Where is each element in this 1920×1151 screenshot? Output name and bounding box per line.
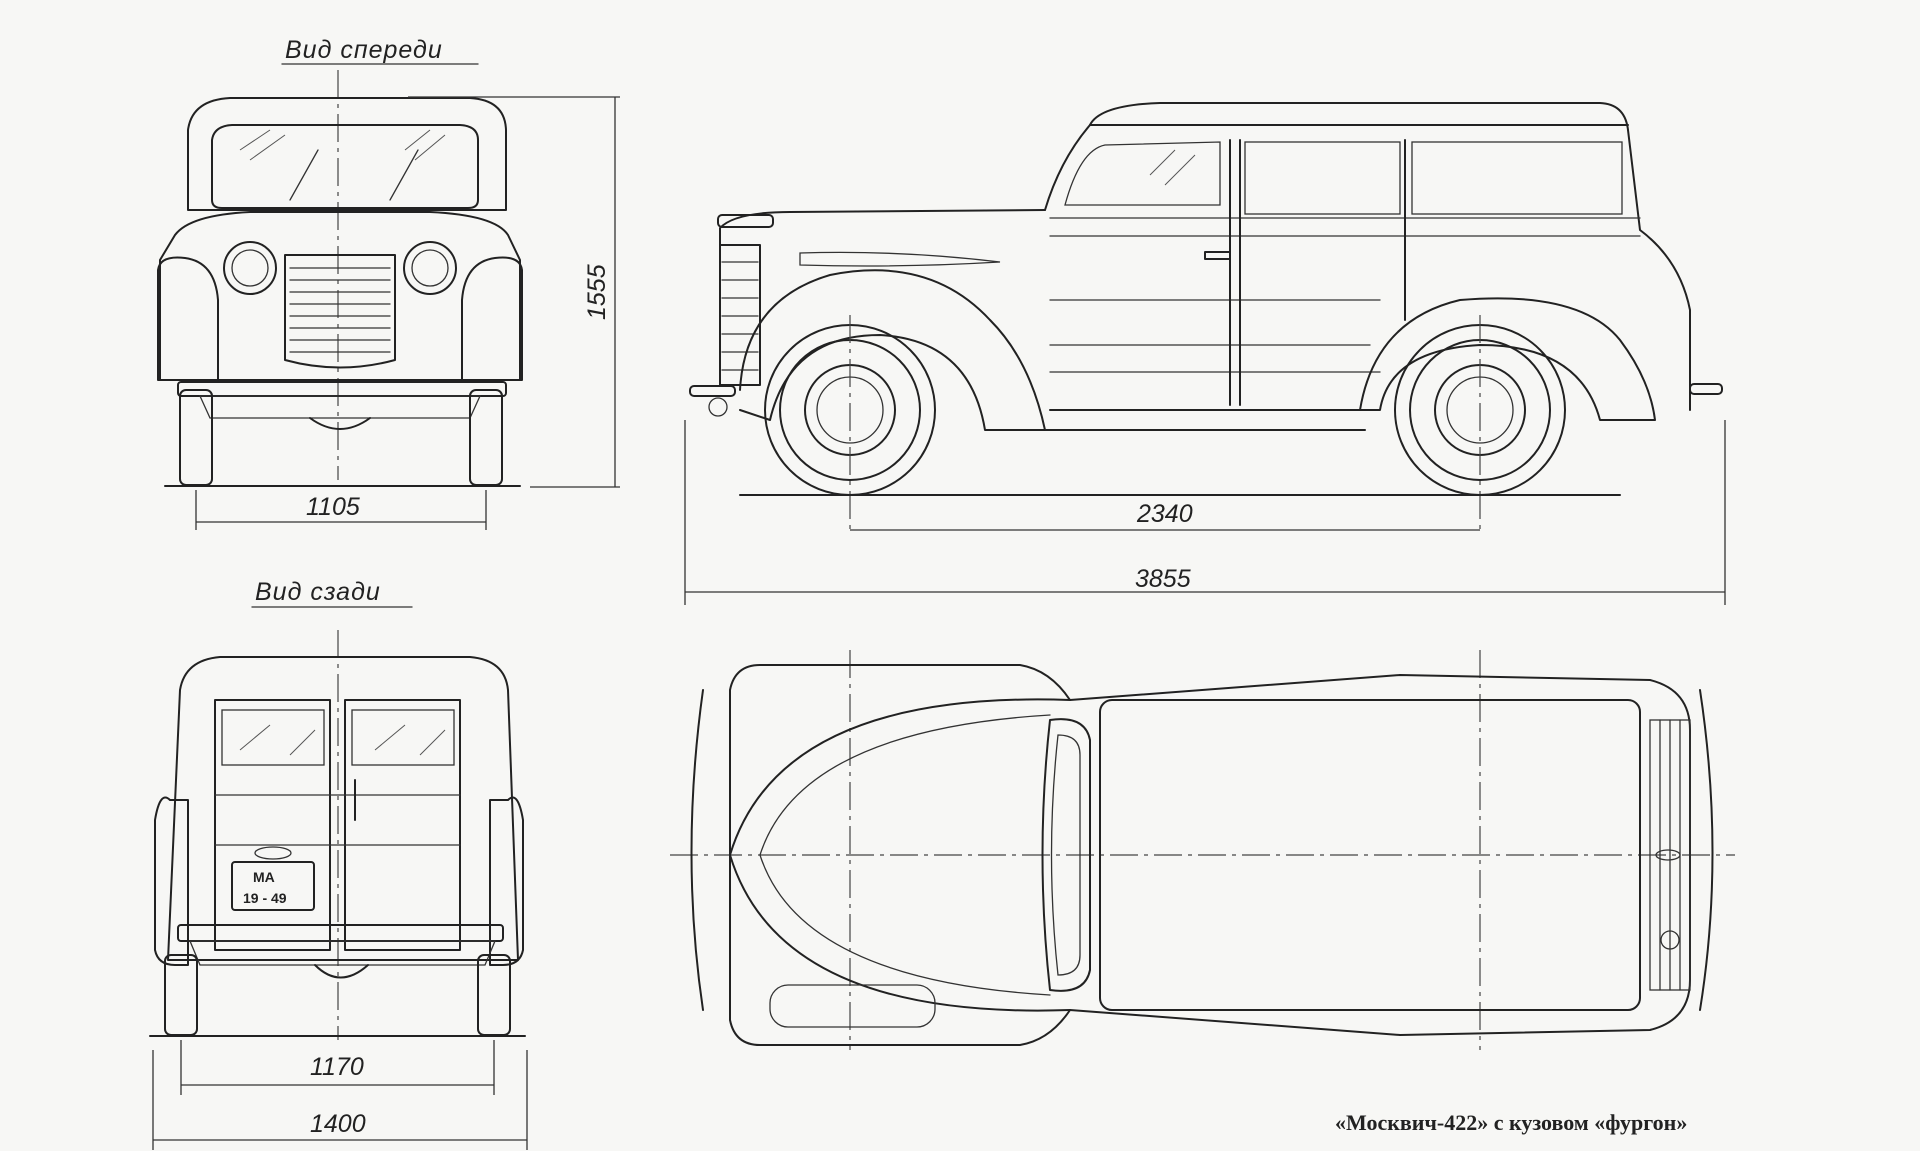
- side-windshield-pillar: [1044, 124, 1091, 211]
- top-spare-wheel-cap: [1660, 930, 1680, 950]
- top-front-bumper: [690, 689, 704, 1011]
- side-hood-trim: [799, 251, 1001, 267]
- front-wiper-right: [389, 149, 419, 201]
- front-track-dimension: 1105: [306, 493, 360, 521]
- front-fender-left: [157, 256, 219, 381]
- front-axle-housing: [309, 417, 371, 430]
- side-front-fender: [739, 269, 1046, 431]
- front-grille: [284, 254, 396, 369]
- side-view: 2340 3855: [684, 102, 1726, 605]
- license-plate-line1: MA: [253, 869, 275, 885]
- side-mid-window: [1244, 141, 1401, 215]
- top-hood-right: [729, 854, 1071, 1012]
- top-front-fender-detail: [769, 984, 936, 1028]
- license-plate: [231, 861, 315, 911]
- rear-fender-left: [154, 796, 189, 966]
- plate-lamp: [254, 846, 292, 860]
- rear-window-right: [351, 709, 455, 766]
- front-view: Вид спереди: [157, 36, 620, 530]
- front-view-title: Вид спереди: [285, 36, 443, 64]
- front-wiper-left: [289, 149, 319, 201]
- rear-door-right: [344, 699, 461, 951]
- top-hood-left: [729, 698, 1071, 856]
- rear-window-left: [221, 709, 325, 766]
- height-dimension: 1555: [583, 264, 611, 320]
- front-wheel-right: [469, 389, 503, 486]
- top-windshield: [1041, 718, 1091, 992]
- rear-fender-right: [489, 796, 524, 966]
- overall-width-dimension: 1400: [310, 1110, 366, 1138]
- rear-bumper: [177, 924, 504, 942]
- front-wheel-left: [179, 389, 213, 486]
- rear-wheel-left: [164, 954, 198, 1036]
- side-hood: [719, 209, 1046, 381]
- side-rear-body: [1627, 129, 1691, 411]
- rear-track-dimension: 1170: [310, 1053, 364, 1081]
- front-headlight-left: [223, 241, 277, 295]
- wheelbase-dimension: 2340: [1136, 500, 1193, 528]
- top-rear-bumper: [1699, 689, 1714, 1011]
- side-rear-window: [1411, 141, 1623, 215]
- rear-view: Вид сзади MA 19 - 49: [149, 578, 528, 1150]
- overall-length-dimension: 3855: [1135, 565, 1191, 593]
- rear-wheel-right: [477, 954, 511, 1036]
- rear-axle-housing: [314, 964, 369, 979]
- side-grille: [719, 244, 761, 386]
- front-bumper: [177, 381, 507, 397]
- front-windshield: [211, 124, 479, 209]
- rear-body: [167, 656, 519, 961]
- front-fender-right: [461, 256, 523, 381]
- rear-door-left: [214, 699, 331, 951]
- side-front-bumper: [689, 385, 736, 397]
- drawing-caption: «Москвич-422» с кузовом «фургон»: [1335, 1110, 1687, 1135]
- top-view: [670, 650, 1735, 1050]
- front-body: [159, 211, 521, 381]
- rear-view-title: Вид сзади: [255, 578, 381, 606]
- front-cabin-outline: [187, 97, 507, 211]
- license-plate-line2: 19 - 49: [243, 890, 287, 906]
- top-roof-panel: [1099, 699, 1641, 1011]
- side-rear-fender: [1359, 297, 1656, 421]
- side-door-handle: [1204, 251, 1231, 260]
- front-grille-bars: [289, 267, 391, 353]
- side-roof: [1089, 102, 1629, 131]
- side-hood-ornament: [717, 214, 774, 228]
- side-front-window: [1064, 141, 1221, 206]
- front-headlight-right: [403, 241, 457, 295]
- side-rear-bumper: [1689, 383, 1723, 395]
